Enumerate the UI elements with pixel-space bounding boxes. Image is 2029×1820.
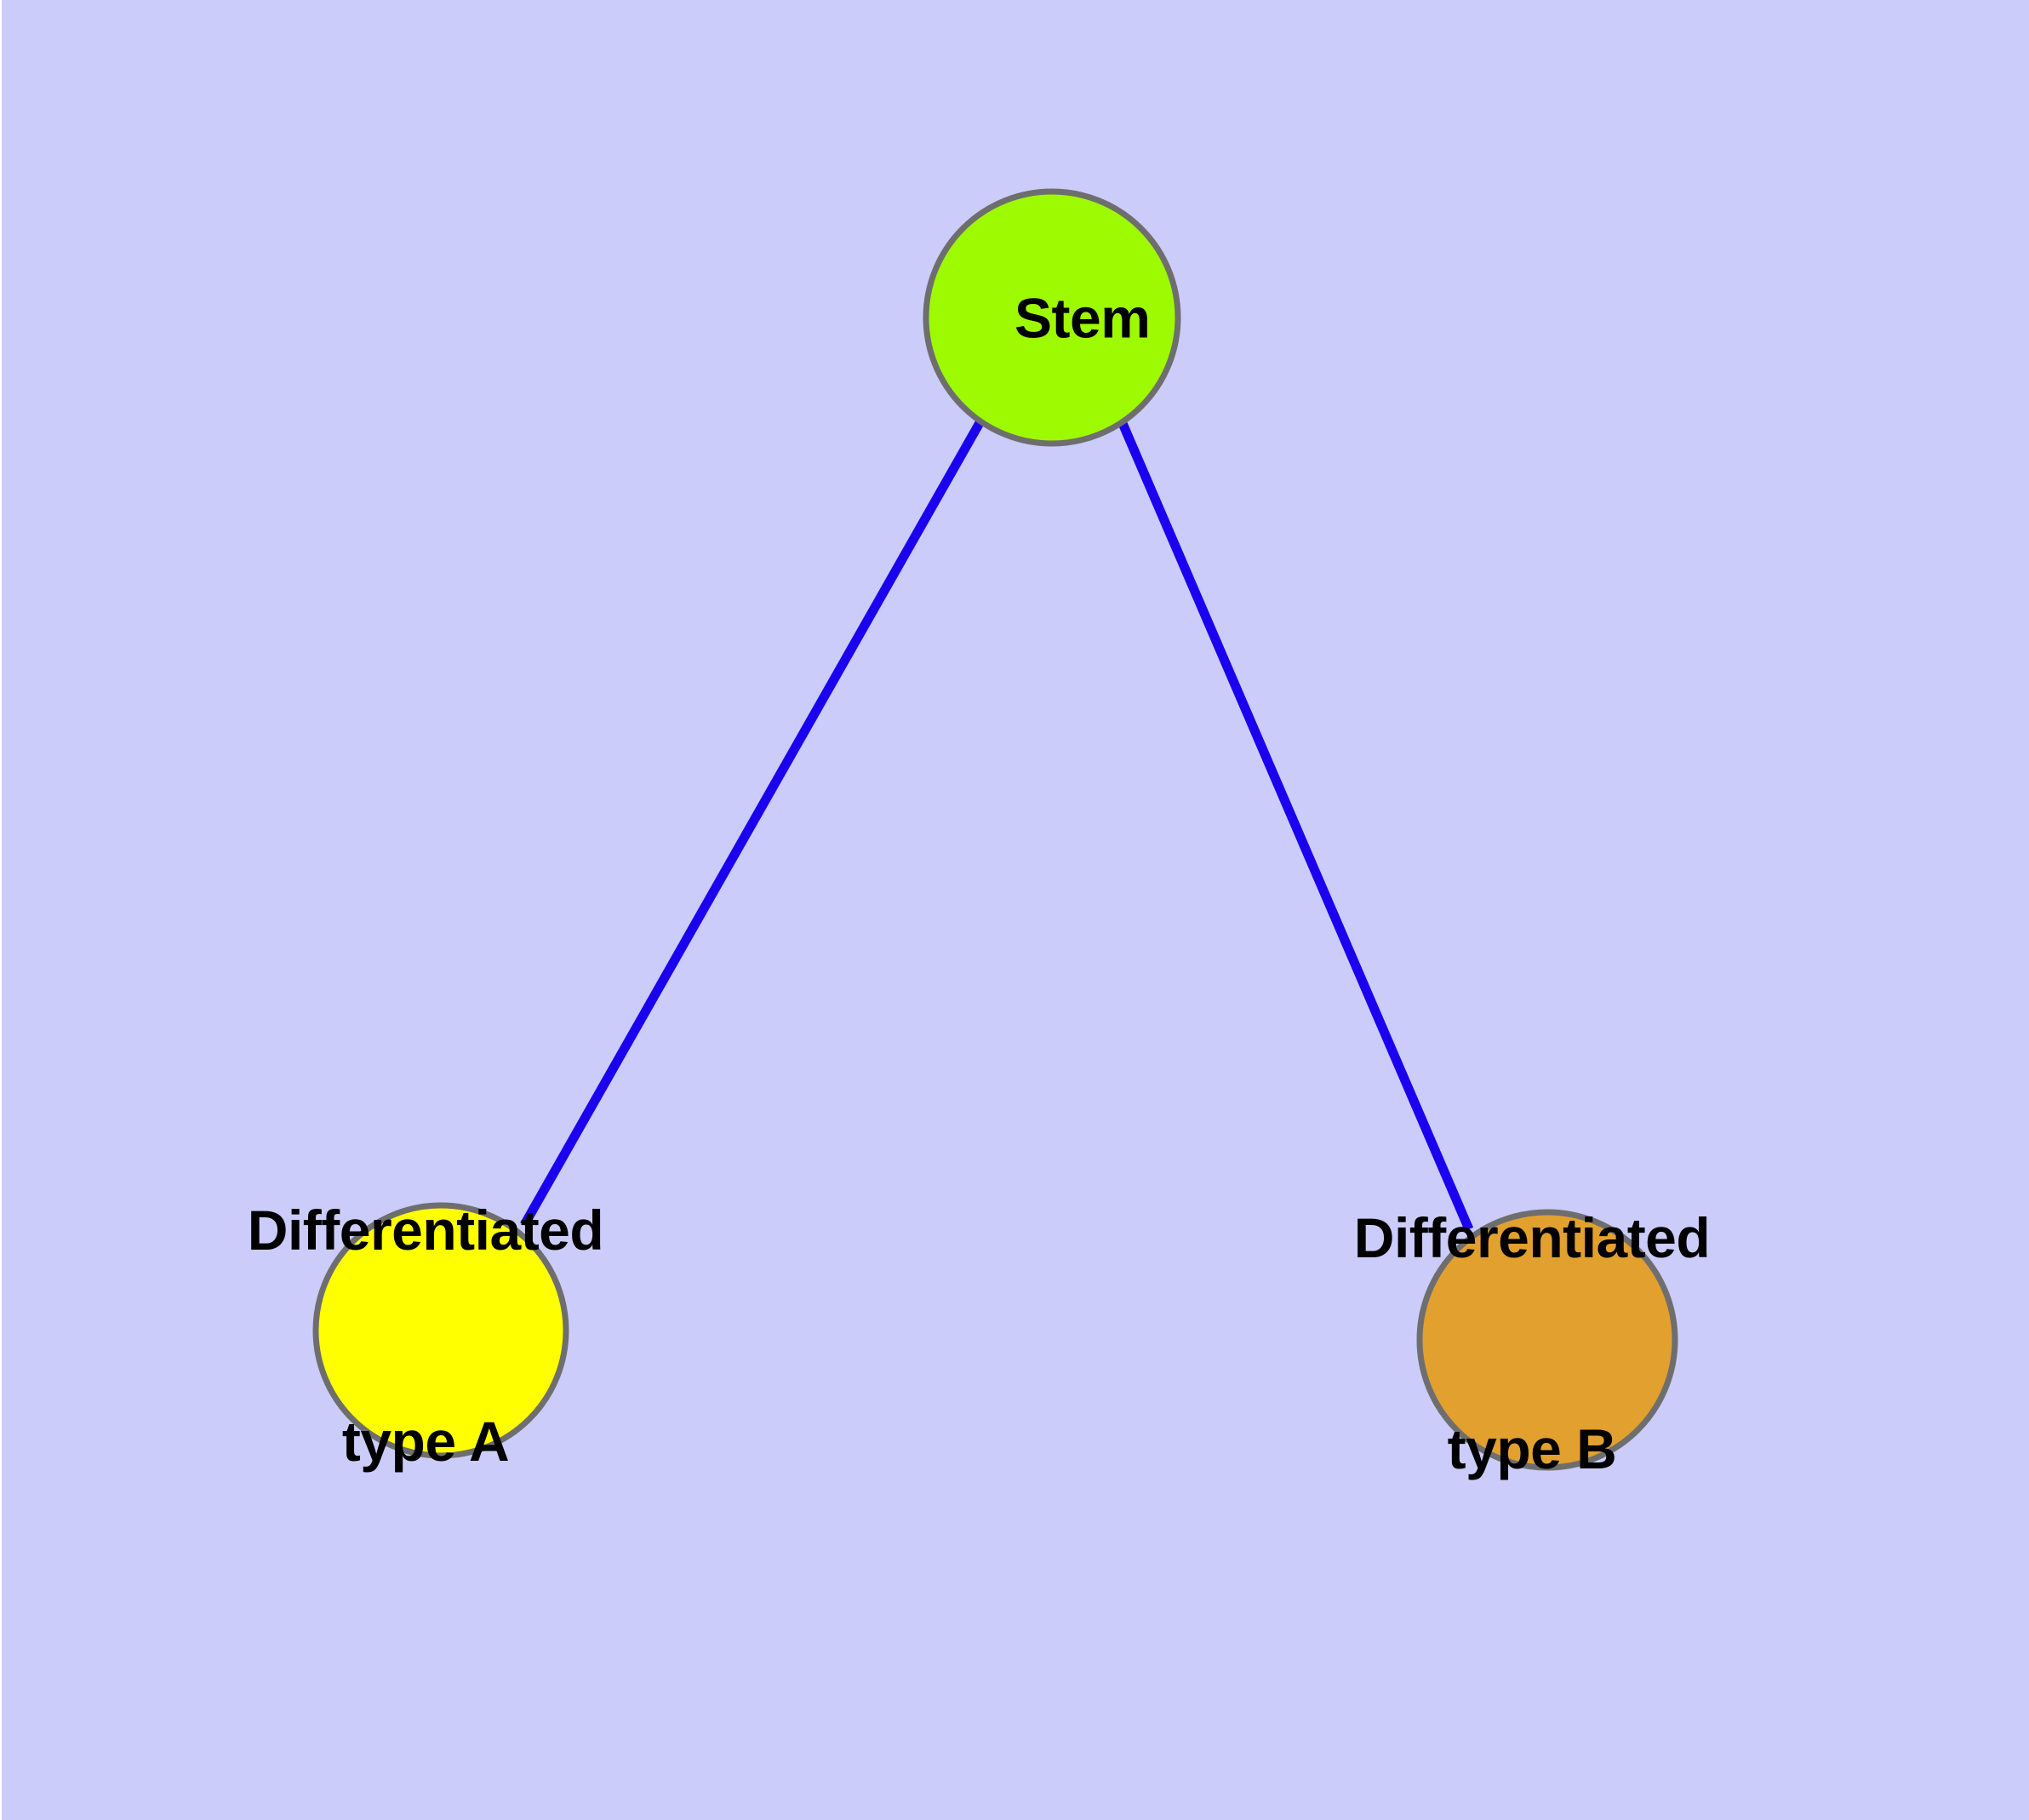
edge-layer [520,419,1474,1232]
node-differentiated-type-a[interactable] [312,1202,569,1459]
node-differentiated-type-b[interactable] [1416,1209,1678,1471]
node-layer [312,188,1678,1471]
edge-stem-to-diff-a[interactable] [520,419,985,1228]
edge-stem-to-diff-b[interactable] [1117,419,1474,1232]
node-stem[interactable] [923,188,1181,447]
